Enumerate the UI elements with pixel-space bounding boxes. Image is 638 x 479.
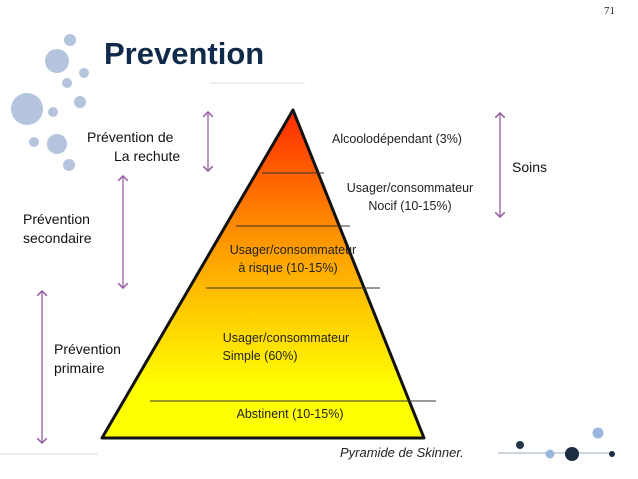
level-2-label-line2: Nocif (10-15%)	[368, 199, 451, 213]
label-line: secondaire	[23, 230, 92, 246]
label-soins: Soins	[512, 159, 548, 175]
label-prevention-rechute: Prévention de La rechute	[87, 128, 180, 166]
level-3-label-line2: à risque (10-15%)	[238, 261, 337, 275]
label-prevention-primaire: Prévention primaire	[54, 340, 121, 378]
skinner-pyramid: Alcoolodépendant (3%) Usager/consommateu…	[100, 108, 473, 440]
label-line: Prévention	[54, 341, 121, 357]
level-2-label-line1: Usager/consommateur	[347, 181, 473, 195]
page-title: Prevention	[104, 36, 265, 71]
label-line: primaire	[54, 360, 105, 376]
label-prevention-secondaire: Prévention secondaire	[23, 210, 92, 248]
page-number: 71	[604, 5, 615, 17]
level-1-label: Alcoolodépendant (3%)	[332, 132, 462, 146]
label-line: Prévention de	[87, 129, 174, 145]
level-4-label-line1: Usager/consommateur	[223, 331, 349, 345]
decorative-bubbles	[11, 34, 89, 171]
level-4-label-line2: Simple (60%)	[222, 349, 297, 363]
label-line: Prévention	[23, 211, 90, 227]
level-3-label-line1: Usager/consommateur	[230, 243, 356, 257]
decorative-dots	[516, 427, 615, 461]
label-line: La rechute	[114, 148, 181, 164]
level-5-label: Abstinent (10-15%)	[236, 407, 343, 421]
pyramid-caption: Pyramide de Skinner.	[340, 445, 464, 460]
